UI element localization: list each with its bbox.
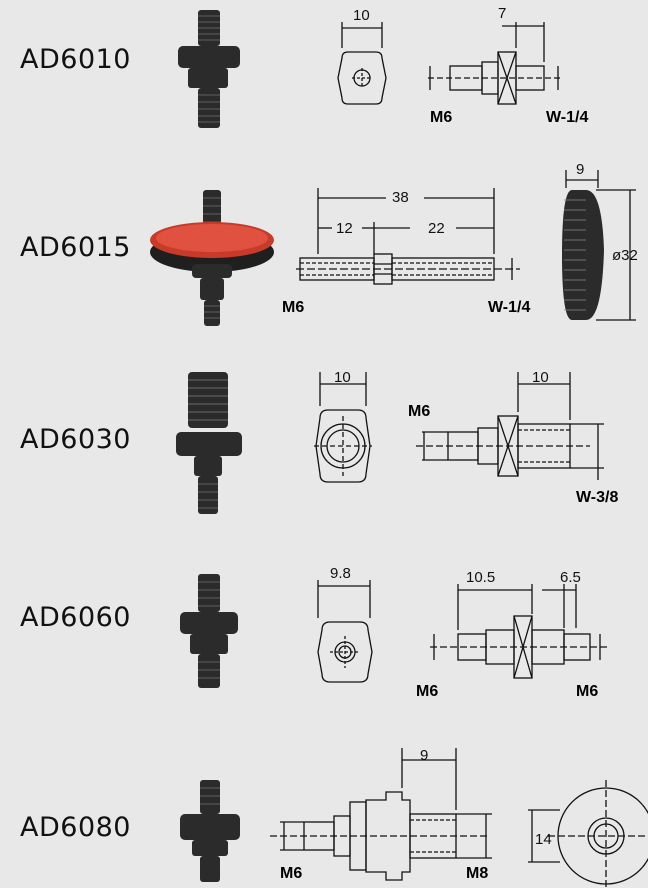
product-code: AD6060	[20, 602, 131, 633]
thread-right: W-1/4	[546, 109, 588, 126]
side-view	[296, 188, 520, 285]
product-code: AD6010	[20, 44, 131, 75]
front-view	[314, 372, 372, 483]
ad6030-figure: 10 10 M6 W-3/8	[176, 369, 618, 514]
dim-width: 9.8	[330, 565, 351, 582]
product-row-ad6080: AD6080 9 M6	[0, 720, 648, 888]
dim-disc-width: 9	[576, 161, 584, 178]
adapter-photo	[180, 574, 238, 688]
adapter-photo	[150, 190, 274, 326]
dim-disc-diameter: ø32	[612, 247, 638, 264]
dim-right: 22	[428, 220, 445, 237]
knurled-disc-view	[562, 170, 636, 321]
side-view	[428, 22, 560, 105]
dim-left: 12	[336, 220, 353, 237]
ad6010-figure: 10 7 M6 W-1/4	[178, 5, 588, 128]
adapter-photo	[176, 372, 242, 514]
ad6080-figure: 9 M6 M8 14	[180, 747, 648, 888]
side-view	[270, 748, 492, 881]
side-view	[416, 372, 604, 480]
product-code: AD6015	[20, 232, 131, 263]
thread-right: W-1/4	[488, 299, 530, 316]
adapter-photo	[180, 780, 240, 882]
dim-flange: 7	[498, 5, 506, 22]
dim-mid: 10.5	[466, 569, 495, 586]
thread-left: M6	[280, 865, 302, 882]
thread-left: M6	[416, 683, 438, 700]
thread-left: M6	[408, 403, 430, 420]
product-row-ad6010: AD6010 10	[0, 0, 648, 160]
thread-right: M6	[576, 683, 598, 700]
dim-width: 10	[353, 7, 370, 24]
product-row-ad6060: AD6060 9.8	[0, 530, 648, 720]
dim-overall: 38	[392, 189, 409, 206]
dim-thread-length: 10	[532, 369, 549, 386]
thread-right: W-3/8	[576, 489, 618, 506]
thread-left: M6	[430, 109, 452, 126]
front-view	[317, 580, 373, 683]
product-row-ad6015: AD6015	[0, 160, 648, 350]
adapter-photo	[178, 10, 240, 128]
dim-width: 10	[334, 369, 351, 386]
dim-right: 6.5	[560, 569, 581, 586]
ad6060-figure: 9.8 10.5 6.5 M6 M6	[180, 565, 610, 700]
ad6015-figure: 38 12 22 M6 W-1/4 9 ø32	[150, 161, 638, 326]
dim-length: 9	[420, 747, 428, 764]
side-view	[430, 584, 610, 679]
thread-left: M6	[282, 299, 304, 316]
dim-height: 14	[535, 831, 552, 848]
product-code: AD6080	[20, 812, 131, 843]
end-view	[528, 780, 648, 888]
product-row-ad6030: AD6030 10	[0, 350, 648, 530]
thread-right: M8	[466, 865, 488, 882]
front-view	[337, 22, 387, 105]
product-code: AD6030	[20, 424, 131, 455]
